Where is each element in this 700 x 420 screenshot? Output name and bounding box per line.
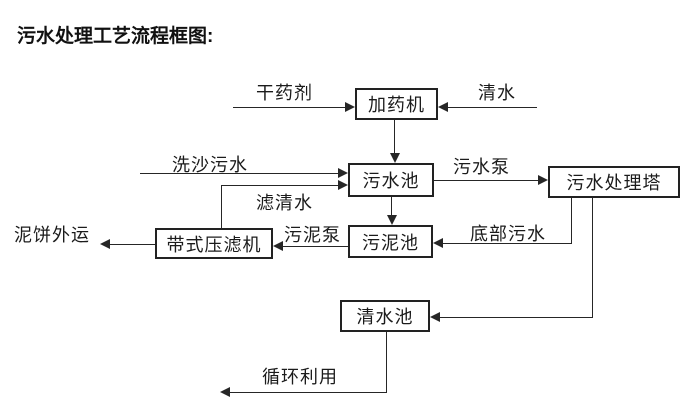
line-sludge-pump [283, 246, 348, 247]
arrowhead-sludge-pump [273, 241, 283, 251]
line-clean-water [448, 107, 537, 108]
line-sand-washing [140, 173, 339, 174]
label-filtered-water: 滤清水 [256, 193, 313, 213]
line-filtered-water-horizontal [221, 185, 339, 186]
line-dry-chemical [233, 107, 346, 108]
label-bottom-sewage: 底部污水 [470, 224, 546, 244]
page-title: 污水处理工艺流程框图: [17, 26, 214, 47]
arrowhead-bottom-sewage [433, 238, 443, 248]
arrowhead-sand-washing [338, 168, 348, 178]
label-clean-water: 清水 [478, 83, 516, 103]
arrowhead-dry-chemical [345, 102, 355, 112]
line-sewage-to-sludge [391, 197, 392, 216]
line-recycle-vertical [386, 332, 387, 392]
line-sewage-pump [434, 180, 539, 181]
arrowhead-tower-to-clean [430, 312, 440, 322]
line-filtered-water-vertical [221, 185, 222, 228]
node-sludge-pool: 污泥池 [348, 225, 433, 258]
arrowhead-clean-water [438, 102, 448, 112]
line-tower-to-clean-horizontal [440, 317, 593, 318]
node-sewage-pool: 污水池 [348, 163, 434, 197]
label-dry-chemical: 干药剂 [256, 83, 313, 103]
arrowhead-recycle-use [220, 387, 230, 397]
arrowhead-sewage-pump [538, 175, 548, 185]
line-dosing-to-sewage [394, 120, 395, 154]
label-sewage-pump: 污水泵 [453, 157, 510, 177]
label-recycle-use: 循环利用 [262, 367, 338, 387]
line-tower-to-clean-vertical [592, 198, 593, 318]
arrowhead-sewage-to-sludge [387, 215, 397, 225]
label-mud-cake-out: 泥饼外运 [14, 225, 90, 245]
node-dosing-machine: 加药机 [355, 88, 438, 120]
node-clean-water-pool: 清水池 [340, 300, 430, 332]
arrowhead-filtered-water [338, 180, 348, 190]
line-bottom-sewage-horizontal [443, 243, 572, 244]
arrowhead-dosing-to-sewage [390, 153, 400, 163]
node-treatment-tower: 污水处理塔 [548, 166, 680, 198]
line-mud-cake-out [110, 244, 155, 245]
line-recycle-horizontal [230, 392, 387, 393]
line-bottom-sewage-vertical [571, 198, 572, 244]
node-belt-filter-press: 带式压滤机 [155, 228, 273, 259]
arrowhead-mud-cake-out [100, 239, 110, 249]
label-sand-washing-sewage: 洗沙污水 [172, 155, 248, 175]
label-sludge-pump: 污泥泵 [284, 225, 341, 245]
